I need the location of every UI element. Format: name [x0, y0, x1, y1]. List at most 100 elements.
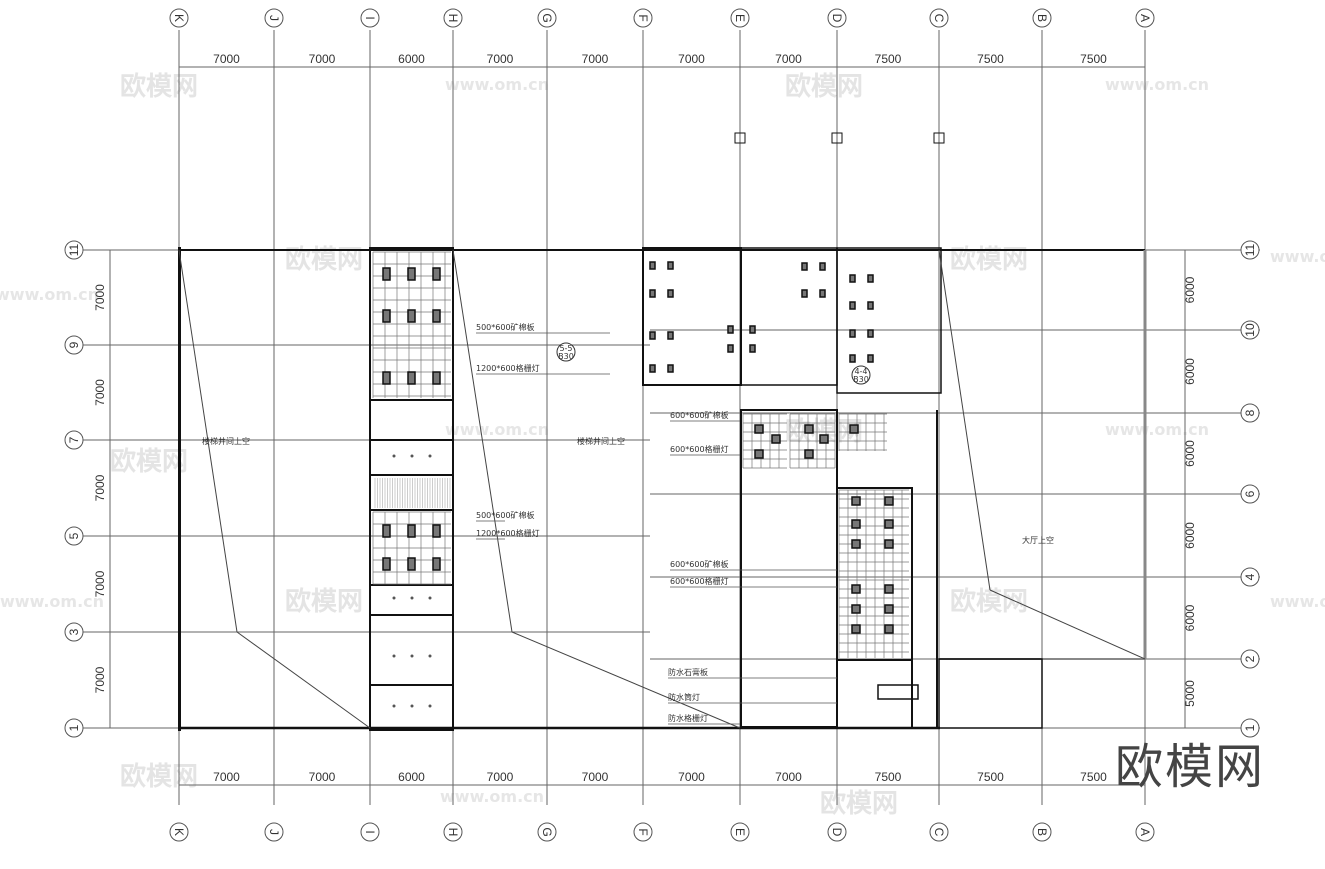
ceiling-light: [849, 274, 856, 283]
dimension-left: 7000: [93, 284, 107, 311]
label-grille-light: 600*600格栅灯: [670, 444, 729, 454]
grid-light: [851, 496, 861, 506]
downlight: [428, 654, 432, 658]
axis-bubble-H: [443, 8, 463, 28]
axis-bubble-row: [1240, 649, 1260, 669]
axis-label-row: 2: [1243, 655, 1257, 662]
label-grille-light: 1200*600格栅灯: [476, 528, 540, 538]
dimension-top: 7000: [678, 52, 705, 66]
ceiling-light: [749, 325, 756, 334]
ceiling-light: [867, 301, 874, 310]
grille-light: [382, 371, 391, 385]
axis-bubble-I: [360, 822, 380, 842]
grille-light: [382, 309, 391, 323]
axis-bubble-F: [633, 8, 653, 28]
dimension-right: 6000: [1183, 604, 1197, 631]
grid-light: [851, 604, 861, 614]
axis-bubble-K: [169, 822, 189, 842]
watermark-url-text: www.om.cn: [1270, 592, 1325, 611]
ceiling-light: [749, 344, 756, 353]
watermarks: 欧模网欧模网欧模网欧模网欧模网欧模网欧模网欧模网欧模网欧模网www.om.cnw…: [0, 71, 1325, 819]
ceiling-light: [649, 261, 656, 270]
ceiling-light: [819, 289, 826, 298]
axis-bubble-row: [64, 622, 84, 642]
label-mineral-board: 600*600矿棉板: [670, 410, 729, 420]
axis-bubble-row: [1240, 240, 1260, 260]
axis-bubble-E: [730, 822, 750, 842]
grid-light: [884, 604, 894, 614]
axis-label-row: 1: [1243, 724, 1257, 731]
axis-label-H: H: [446, 14, 460, 23]
dimension-left: 7000: [93, 379, 107, 406]
watermark-url-text: www.om.cn: [1105, 75, 1209, 94]
ceiling-light: [867, 329, 874, 338]
axis-bubble-H: [443, 822, 463, 842]
ceiling-light: [667, 331, 674, 340]
axis-label-B: B: [1035, 14, 1049, 22]
void-outline: [452, 249, 513, 633]
label-downlight: 防水筒灯: [668, 692, 700, 702]
dimension-top: 6000: [398, 52, 425, 66]
label-void: 楼梯井间上空: [577, 436, 625, 446]
grid-light: [851, 519, 861, 529]
axis-label-I: I: [363, 16, 377, 19]
axis-bubble-E: [730, 8, 750, 28]
dimension-top: 7000: [487, 52, 514, 66]
column-marker: [734, 132, 746, 144]
grid-light: [819, 434, 829, 444]
grid-light: [884, 584, 894, 594]
dimension-top: 7000: [775, 52, 802, 66]
grille-light: [407, 371, 416, 385]
axis-label-row: 10: [1243, 323, 1257, 337]
ceiling-grids: [372, 251, 909, 708]
axis-label-D: D: [830, 828, 844, 837]
watermark-logo-text: 欧模网: [285, 244, 363, 275]
downlight: [428, 596, 432, 600]
axis-bubble-row: [1240, 718, 1260, 738]
section-number: 4-4: [854, 367, 867, 376]
downlight: [428, 454, 432, 458]
grid-light: [884, 496, 894, 506]
grille-light: [432, 524, 441, 538]
dimension-top: 7000: [309, 52, 336, 66]
walls: [178, 132, 1147, 731]
dimension-top: 7500: [1080, 52, 1107, 66]
ceiling-light: [649, 364, 656, 373]
void-outline: [938, 249, 991, 591]
ceiling-light: [849, 354, 856, 363]
axis-label-B: B: [1035, 828, 1049, 836]
axis-label-row: 7: [67, 436, 81, 443]
dimension-right: 5000: [1183, 680, 1197, 707]
grid-light: [884, 624, 894, 634]
dimension-bottom: 7000: [309, 770, 336, 784]
watermark-url-text: www.om.cn: [445, 420, 549, 439]
watermark-url-text: www.om.cn: [0, 285, 99, 304]
axis-label-I: I: [363, 830, 377, 833]
downlight: [392, 654, 396, 658]
label-grille-light: 防水格栅灯: [668, 713, 708, 723]
downlight: [428, 704, 432, 708]
axis-bubble-F: [633, 822, 653, 842]
dimension-right: 6000: [1183, 276, 1197, 303]
grid-light: [754, 424, 764, 434]
dimension-bottom: 7500: [1080, 770, 1107, 784]
section-number: 5-5: [559, 344, 572, 353]
watermark-url-text: www.om.cn: [0, 592, 104, 611]
label-gypsum-board: 防水石膏板: [668, 667, 708, 677]
downlight: [410, 654, 414, 658]
ceiling-light: [727, 344, 734, 353]
axis-bubble-row: [1240, 403, 1260, 423]
axis-bubble-D: [827, 822, 847, 842]
grille-light: [432, 267, 441, 281]
axis-bubble-K: [169, 8, 189, 28]
axis-bubble-B: [1032, 8, 1052, 28]
axis-bubble-row: [64, 240, 84, 260]
axis-label-row: 5: [67, 532, 81, 539]
axis-bubble-A: [1135, 8, 1155, 28]
grid-light: [771, 434, 781, 444]
grid-light: [851, 624, 861, 634]
toilet-wall: [836, 659, 913, 729]
watermark-logo-text: 欧模网: [785, 71, 863, 102]
ceiling-light: [801, 289, 808, 298]
